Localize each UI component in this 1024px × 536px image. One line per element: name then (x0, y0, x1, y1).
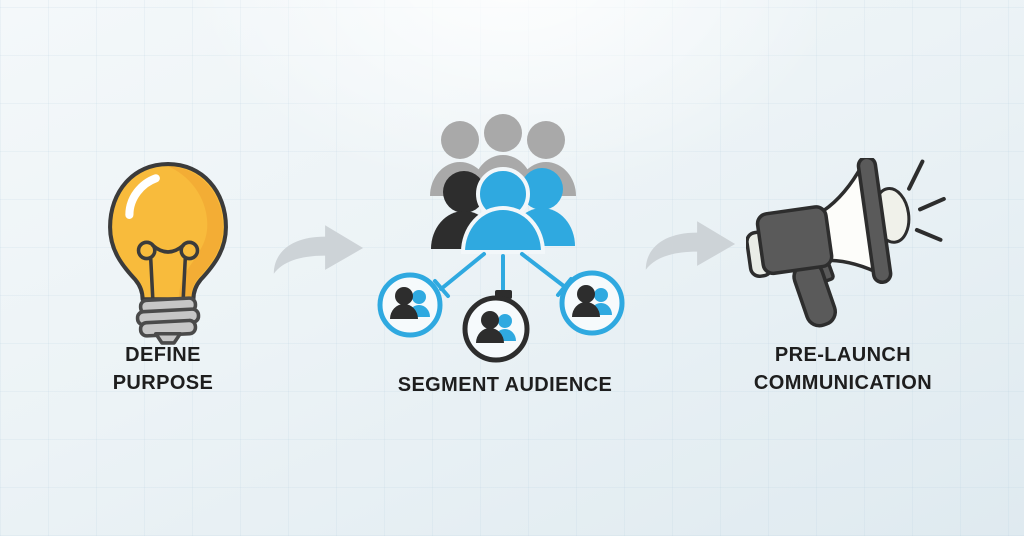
audience-segments-icon (377, 114, 625, 363)
step-label-pre-launch-communication: PRE-LAUNCH COMMUNICATION (753, 344, 933, 395)
step-label-segment-audience: SEGMENT AUDIENCE (397, 374, 613, 396)
curved-arrow-right-icon (645, 221, 736, 270)
megaphone-icon (746, 158, 946, 328)
curved-arrow-right-icon (273, 225, 364, 274)
step-label-define-purpose: DEFINE PURPOSE (112, 344, 214, 395)
lightbulb-icon (108, 162, 228, 345)
